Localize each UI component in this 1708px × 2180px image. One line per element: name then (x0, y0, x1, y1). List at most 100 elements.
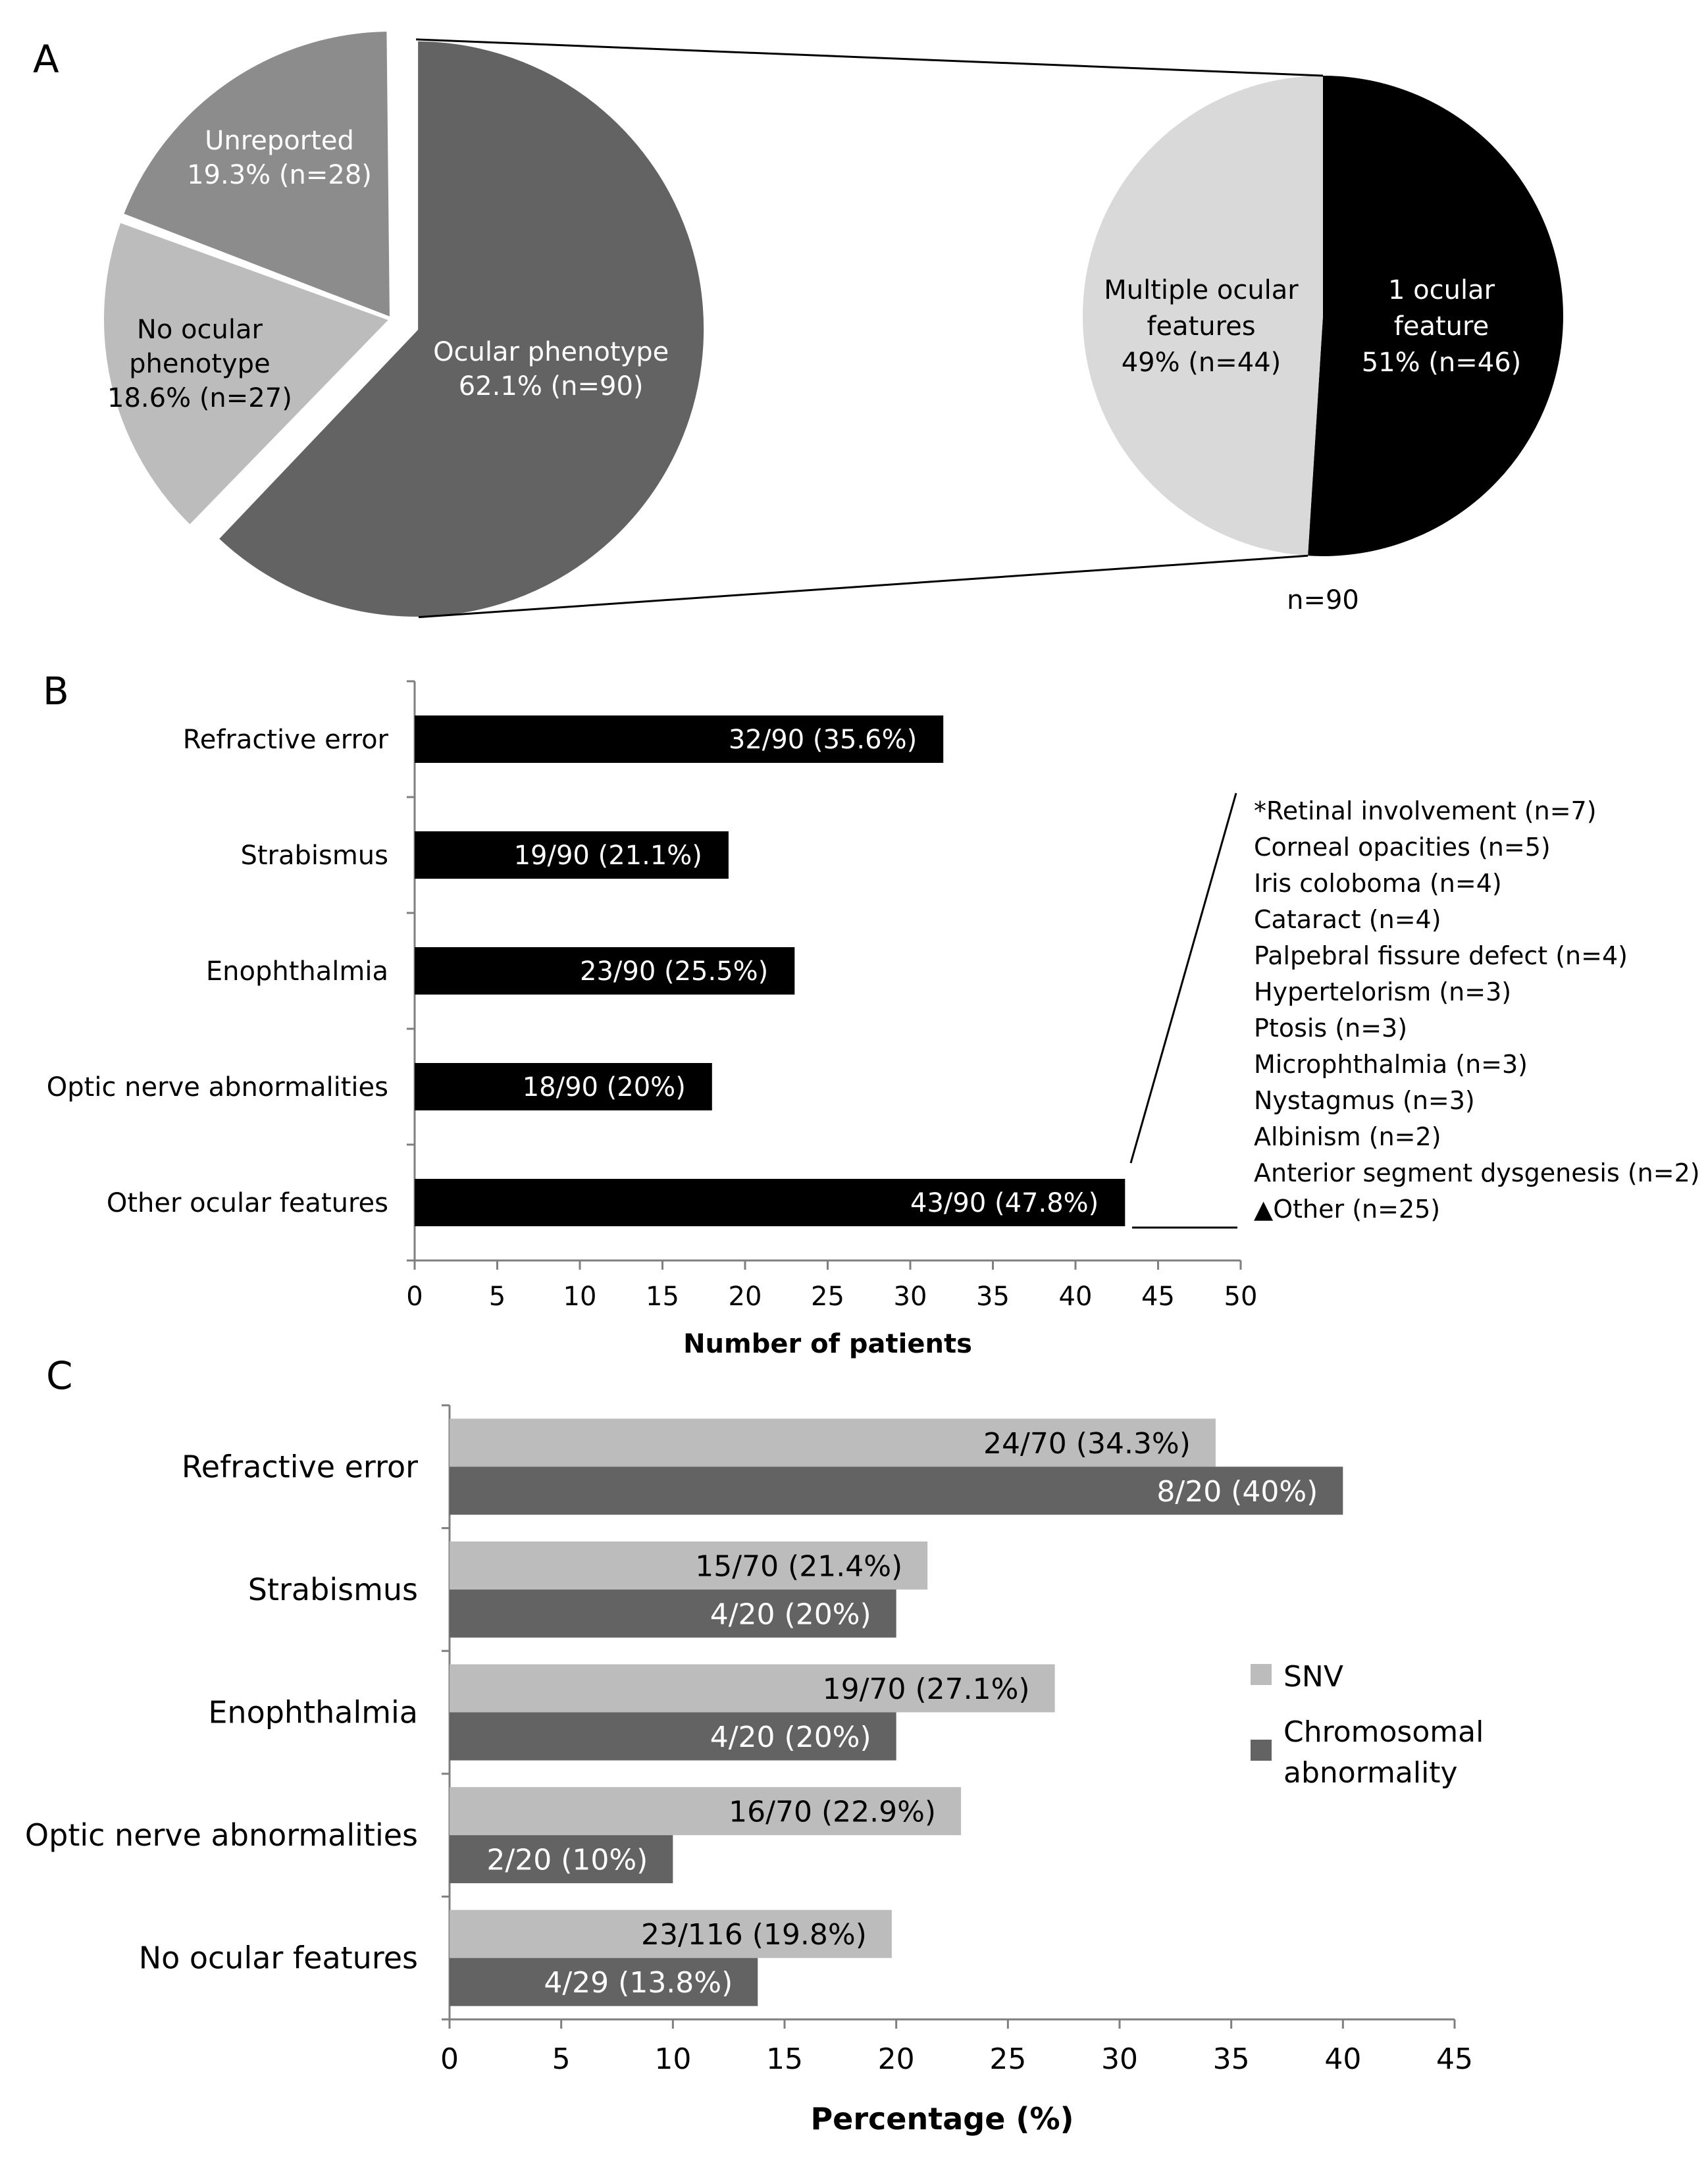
c-x-tick-label-7: 35 (1213, 2042, 1250, 2076)
pie-a-slice-1 (100, 218, 396, 530)
panel-a-pie-charts: Ocular phenotype 62.1% (n=90) No ocular phe… (100, 27, 1563, 621)
b-bar-2 (415, 947, 795, 995)
b-annotation-item-10: Anterior segment dysgenesis (n=2) (1254, 1158, 1700, 1187)
b-category-2: Enophthalmia (206, 956, 388, 987)
c-category-4: No ocular features (139, 1940, 418, 1976)
pie-a-slice-label-2-line-1: 19.3% (n=28) (187, 160, 372, 190)
pie-b-slice-label-1-line-2: 49% (n=44) (1122, 348, 1281, 378)
c-bar-1-4 (450, 1958, 758, 2006)
pie-a-slice-label-1-line-1: phenotype (129, 349, 271, 379)
b-category-4: Other ocular features (107, 1188, 388, 1218)
b-bar-1 (415, 831, 729, 879)
c-bar-label-1-0: 8/20 (40%) (1156, 1475, 1318, 1509)
b-x-tick-label-1: 5 (489, 1282, 505, 1312)
b-annotation-item-4: Palpebral fissure defect (n=4) (1254, 941, 1628, 970)
b-annotation-item-7: Microphthalmia (n=3) (1254, 1050, 1528, 1079)
b-x-tick-label-3: 15 (646, 1282, 679, 1312)
c-bar-1-1 (450, 1589, 896, 1638)
c-bar-1-3 (450, 1835, 673, 1884)
b-x-tick-label-9: 45 (1141, 1282, 1175, 1312)
b-x-tick-label-10: 50 (1224, 1282, 1258, 1312)
c-bar-0-3 (450, 1787, 962, 1836)
c-x-tick-label-1: 5 (552, 2042, 571, 2076)
c-category-0: Refractive error (182, 1449, 418, 1484)
c-legend-label-1-1: abnormality (1283, 1756, 1458, 1790)
panel-label-c: C (46, 1353, 73, 1398)
c-bar-1-2 (450, 1712, 896, 1761)
b-annotation-item-3: Cataract (n=4) (1254, 905, 1441, 934)
b-annotation-item-11: ▲Other (n=25) (1254, 1195, 1440, 1224)
b-x-tick-label-4: 20 (729, 1282, 762, 1312)
pie-a-slice-label-1-line-2: 18.6% (n=27) (107, 383, 292, 413)
c-bar-label-1-4: 4/29 (13.8%) (544, 1966, 733, 2000)
panel-b-bar-chart: 32/90 (35.6%) Refractive error 19/90 (21.1… (47, 680, 1700, 1359)
b-bar-label-1: 19/90 (21.1%) (514, 841, 702, 871)
b-x-tick-label-2: 10 (563, 1282, 597, 1312)
panel-c-bar-chart: 24/70 (34.3%) 8/20 (40%) Refractive error 1… (25, 1404, 1484, 2137)
b-category-0: Refractive error (183, 725, 389, 755)
c-bar-label-0-1: 15/70 (21.4%) (695, 1549, 902, 1583)
c-bar-label-0-3: 16/70 (22.9%) (729, 1796, 936, 1829)
c-legend-label-0-0: SNV (1283, 1660, 1343, 1694)
c-bar-label-1-1: 4/20 (20%) (710, 1597, 871, 1631)
connector-line-bottom (418, 554, 1308, 619)
b-bar-label-0: 32/90 (35.6%) (729, 725, 917, 755)
b-annotation-item-0: *Retinal involvement (n=7) (1254, 796, 1597, 825)
c-bar-0-1 (450, 1541, 928, 1590)
pie-b-slice-label-0-line-2: 51% (n=46) (1362, 348, 1522, 378)
b-x-tick-label-5: 25 (811, 1282, 844, 1312)
c-bar-0-2 (450, 1664, 1055, 1713)
panel-label-b: B (43, 669, 69, 714)
pie-b-slice-label-0-line-0: 1 ocular (1388, 275, 1495, 305)
b-bar-label-2: 23/90 (25.5%) (580, 956, 768, 987)
pie-b-slice-label-1-line-0: Multiple ocular (1104, 275, 1299, 305)
c-bar-label-1-3: 2/20 (10%) (486, 1844, 648, 1877)
c-x-tick-label-2: 10 (654, 2042, 691, 2076)
c-bar-label-0-0: 24/70 (34.3%) (983, 1427, 1191, 1461)
c-category-3: Optic nerve abnormalities (25, 1817, 418, 1853)
c-x-tick-label-3: 15 (766, 2042, 803, 2076)
c-x-axis-title: Percentage (%) (810, 2101, 1074, 2137)
b-x-tick-label-8: 40 (1059, 1282, 1093, 1312)
pie-b-slice-label-0-line-1: feature (1394, 311, 1489, 342)
b-x-tick-label-7: 35 (976, 1282, 1010, 1312)
c-bar-1-0 (450, 1466, 1343, 1515)
pie-b-note: n=90 (1287, 585, 1359, 615)
pie-b-slice-0 (1308, 76, 1563, 556)
c-x-tick-label-4: 20 (878, 2042, 915, 2076)
pie-a-slice-label-2-line-0: Unreported (205, 126, 354, 156)
pie-a-slice-label-0-line-0: Ocular phenotype (433, 337, 669, 367)
c-x-tick-label-5: 25 (989, 2042, 1026, 2076)
connector-line-top (416, 38, 1324, 77)
b-annotation-item-9: Albinism (n=2) (1254, 1122, 1441, 1151)
pie-b-slice-label-1-line-1: features (1147, 311, 1255, 342)
b-category-3: Optic nerve abnormalities (47, 1072, 388, 1103)
c-bar-label-0-4: 23/116 (19.8%) (641, 1918, 867, 1952)
b-x-tick-label-0: 0 (406, 1282, 423, 1312)
c-bar-0-4 (450, 1909, 892, 1958)
b-bar-0 (415, 715, 944, 763)
c-x-tick-label-6: 30 (1101, 2042, 1138, 2076)
b-annotation-item-1: Corneal opacities (n=5) (1254, 833, 1551, 862)
c-bar-label-1-2: 4/20 (20%) (710, 1721, 871, 1754)
c-x-tick-label-9: 45 (1436, 2042, 1473, 2076)
c-category-2: Enophthalmia (208, 1695, 418, 1730)
c-legend-swatch-0 (1251, 1664, 1272, 1685)
pie-a-slice-0 (213, 37, 708, 621)
c-x-tick-label-0: 0 (440, 2042, 459, 2076)
b-x-tick-label-6: 30 (894, 1282, 927, 1312)
c-bar-label-0-2: 19/70 (27.1%) (823, 1673, 1030, 1706)
panel-label-a: A (33, 37, 59, 82)
pie-a-slice-2 (118, 27, 394, 323)
b-x-axis-title: Number of patients (683, 1329, 972, 1359)
b-annotation-connector-top (1129, 792, 1237, 1164)
c-bar-0-0 (450, 1418, 1216, 1467)
pie-a-slice-label-1-line-0: No ocular (137, 315, 263, 345)
c-legend-swatch-1 (1251, 1740, 1272, 1761)
b-bar-4 (415, 1179, 1126, 1226)
c-category-1: Strabismus (248, 1572, 418, 1607)
pie-a-slice-label-0-line-1: 62.1% (n=90) (459, 371, 644, 402)
c-legend-label-1-0: Chromosomal (1283, 1715, 1484, 1749)
c-x-tick-label-8: 40 (1324, 2042, 1361, 2076)
